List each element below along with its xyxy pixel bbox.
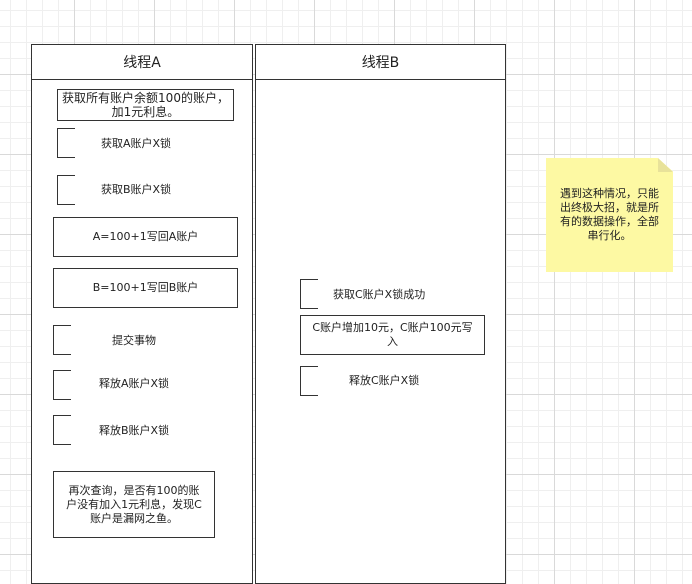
lock-a-bracket (57, 128, 75, 158)
lock-a-label: 获取A账户X锁 (101, 137, 172, 150)
release-c-label: 释放C账户X锁 (349, 374, 420, 387)
write-a-box: A=100+1写回A账户 (53, 217, 238, 257)
release-a-bracket (53, 370, 71, 400)
lock-c-bracket (300, 279, 318, 309)
write-c-box: C账户增加10元，C账户100元写入 (300, 315, 485, 355)
release-b-bracket (53, 415, 71, 445)
lane-thread-b: 线程B (255, 44, 506, 584)
lock-b-bracket (57, 175, 75, 205)
release-b-label: 释放B账户X锁 (99, 424, 170, 437)
lane-thread-a-header: 线程A (32, 45, 252, 80)
commit-bracket (53, 325, 71, 355)
write-b-box: B=100+1写回B账户 (53, 268, 238, 308)
lane-thread-b-header: 线程B (256, 45, 505, 80)
lock-b-label: 获取B账户X锁 (101, 183, 172, 196)
query-accounts-box: 获取所有账户余额100的账户，加1元利息。 (57, 89, 234, 121)
sticky-note: 遇到这种情况，只能出终极大招，就是所有的数据操作，全部串行化。 (546, 158, 673, 272)
requery-box: 再次查询，是否有100的账户没有加入1元利息，发现C账户是漏网之鱼。 (53, 471, 215, 538)
lock-c-label: 获取C账户X锁成功 (333, 288, 426, 301)
release-c-bracket (300, 366, 318, 396)
commit-label: 提交事物 (112, 334, 156, 347)
release-a-label: 释放A账户X锁 (99, 377, 170, 390)
